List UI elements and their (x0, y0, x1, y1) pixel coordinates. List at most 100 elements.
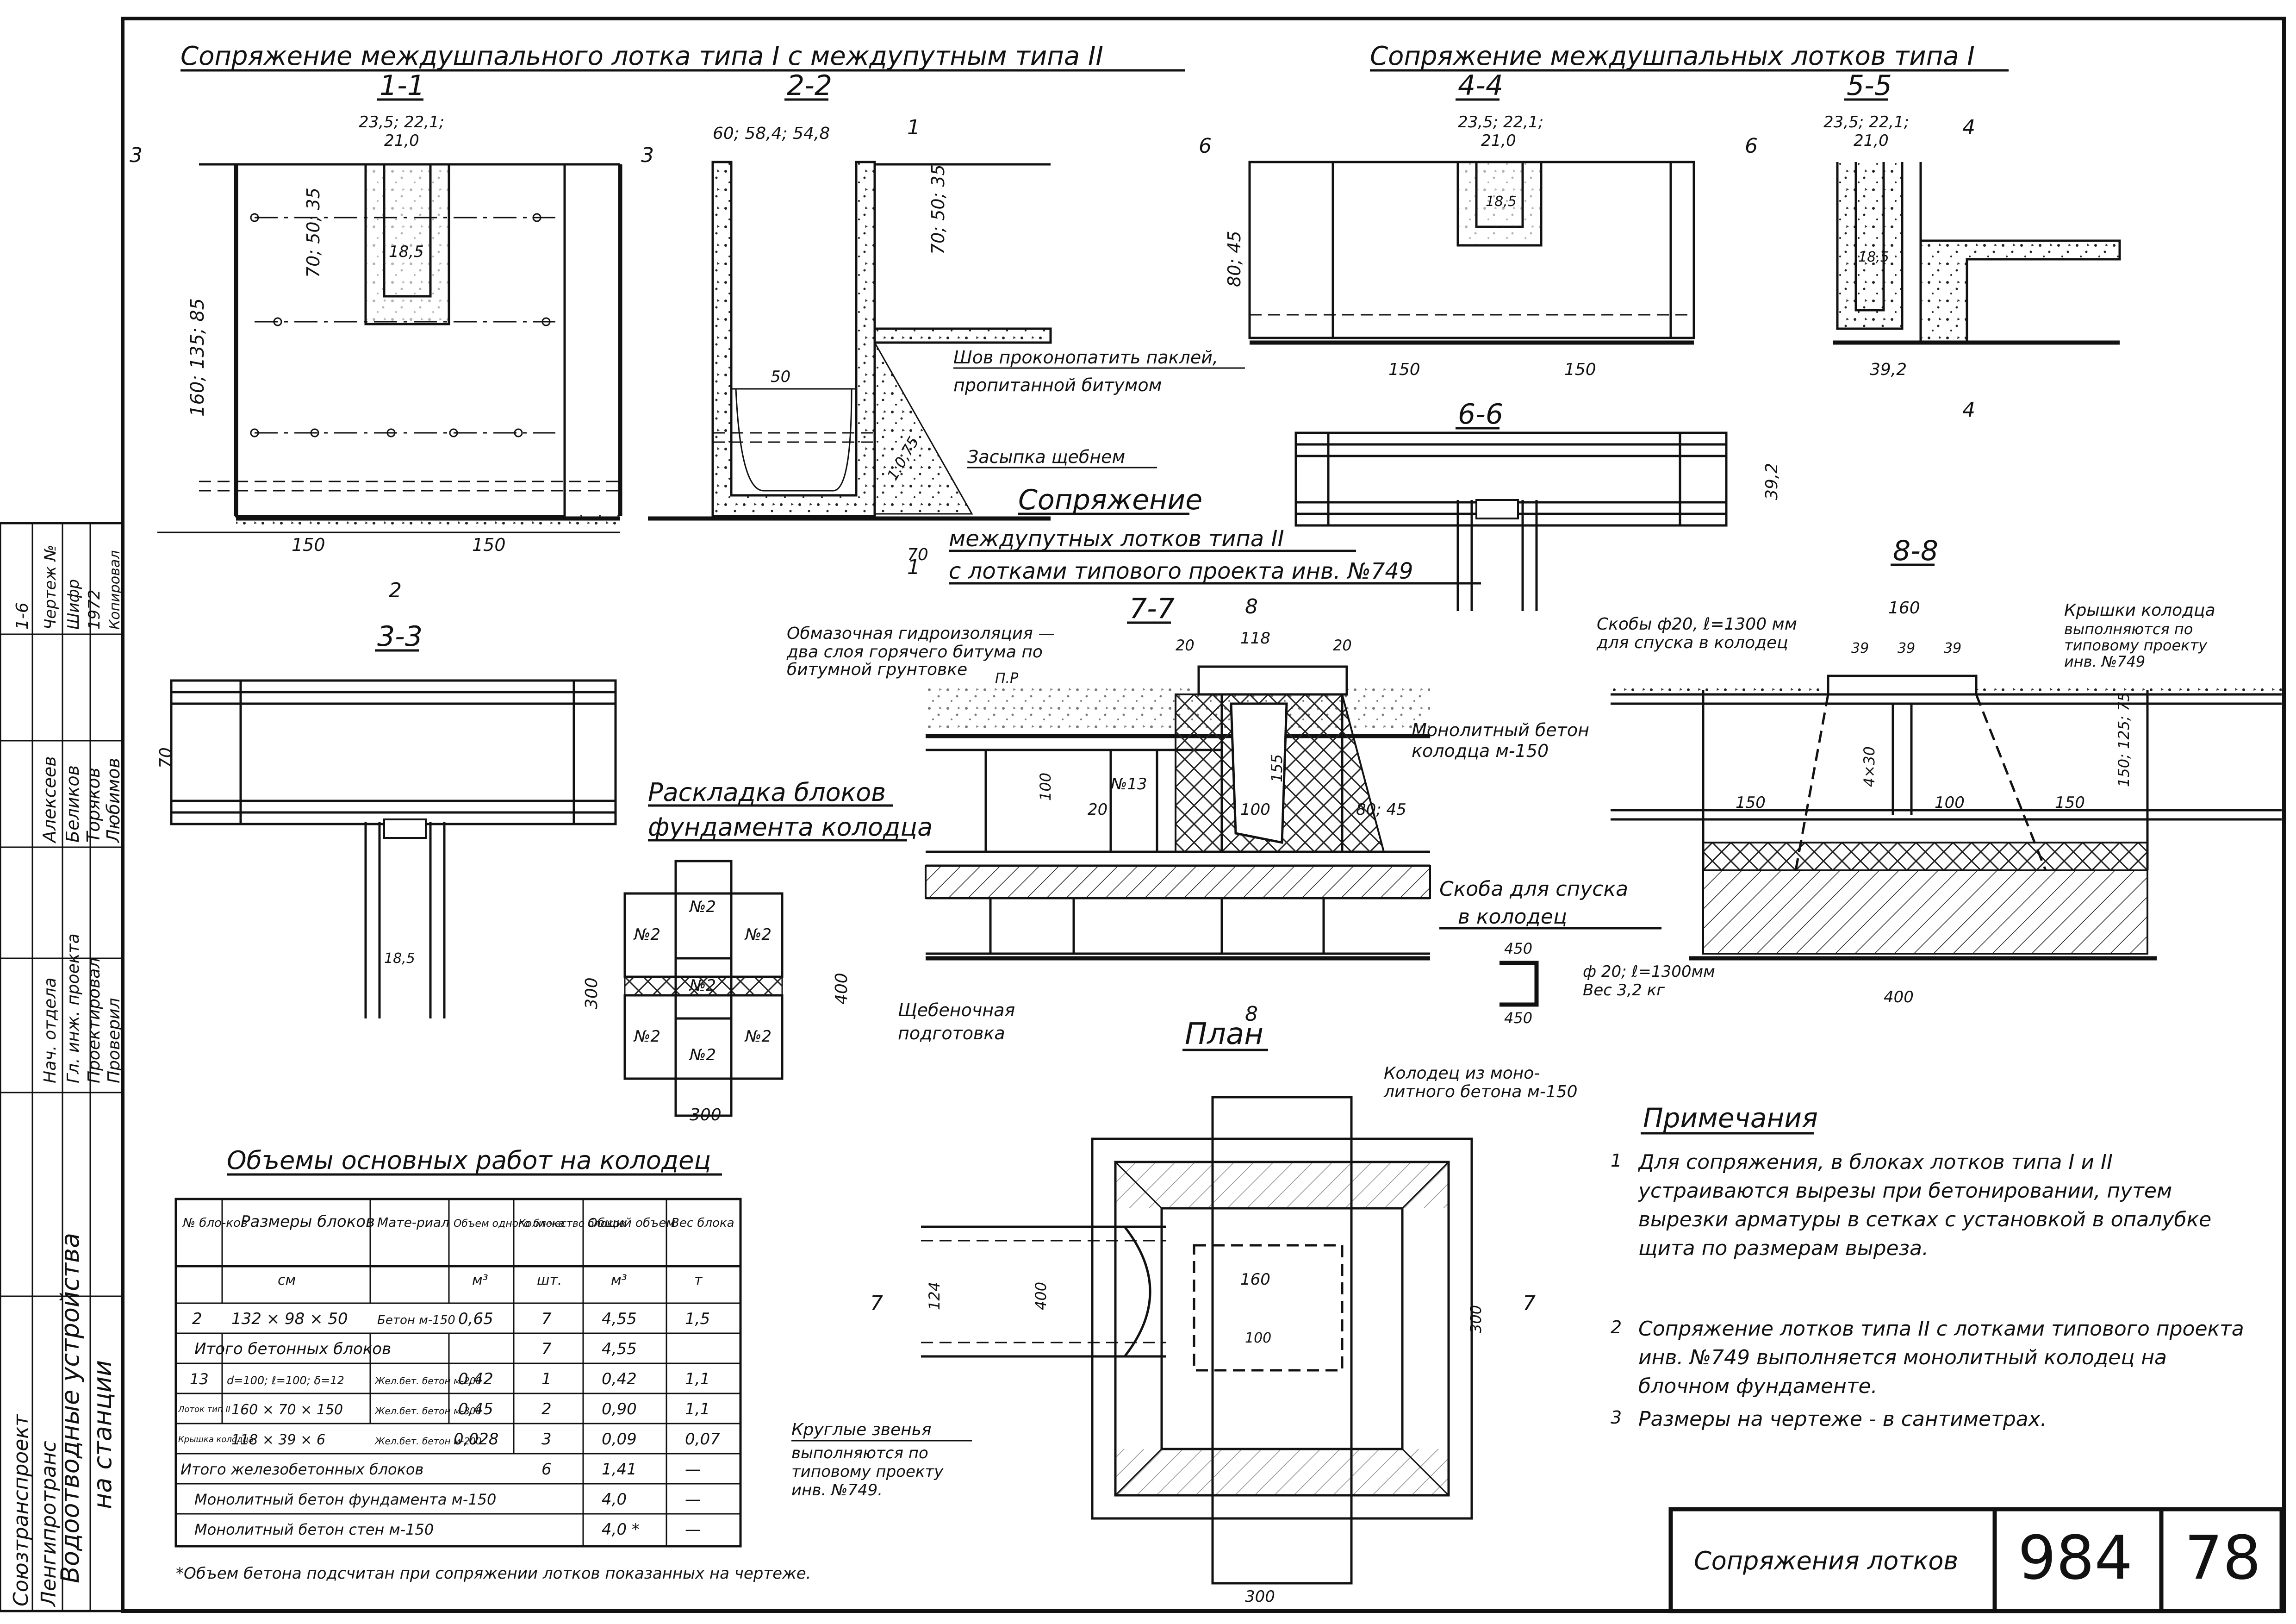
dim-5-5-392: 39,2 (1870, 360, 1907, 379)
dim-8-8-39c: 39 (1944, 640, 1961, 656)
dim-8-8-4x30: 4×30 (1860, 746, 1878, 787)
label-monolith: Монолитный бетон (1412, 720, 1589, 740)
dim-8-8-39b: 39 (1898, 640, 1915, 656)
sidebar-sheet: 1-6 (13, 602, 32, 630)
td-6-0: Монолитный бетон фундамента м-150 (194, 1491, 496, 1508)
section-5-5: 5-5 23,5; 22,1; 21,0 18,5 39,2 4 4 (1823, 69, 2121, 422)
dim-5-5-top: 23,5; 22,1; (1823, 113, 1909, 131)
label-well: Колодец из моно- (1384, 1064, 1540, 1083)
note-1: Для сопряжения, в блоках лотков типа I и… (1638, 1150, 2212, 1260)
sidebar-title-2: на станции (88, 1360, 117, 1509)
label-covers2: выполняются по (2064, 620, 2193, 638)
label-staples: Скобы ф20, ℓ=1300 мм (1597, 615, 1797, 634)
title-junction-3-l1: Сопряжение (1018, 484, 1202, 516)
sidebar-name-4: Любимов (103, 758, 124, 843)
label-rings4: инв. №749. (791, 1481, 883, 1499)
volumes-table: Объемы основных работ на колодец № бло-к… (174, 1146, 811, 1583)
dim-plan-100: 100 (1245, 1330, 1271, 1346)
dim-1-1-70: 70; 50; 35 (303, 187, 324, 278)
section-2-2: 2-2 60; 58,4; 54,8 70 50 70; 50; 35 Шов … (648, 69, 1245, 579)
label-3-3: 3-3 (377, 620, 423, 653)
label-backfill: Засыпка щебнем (967, 447, 1125, 467)
td-4-0: Крышка колодца (178, 1435, 254, 1444)
plan-view: План Колодец из моно- литного бетона м-1… (791, 1017, 1578, 1606)
label-covers: Крышки колодца (2064, 601, 2215, 620)
td-2-0: 13 (190, 1370, 209, 1388)
stamp-title: Сопряжения лотков (1694, 1546, 1958, 1575)
dim-8-8-160: 160 (1888, 599, 1920, 618)
td-4-5: 0,09 (602, 1430, 637, 1449)
sidebar-name-3: Торяков (83, 768, 104, 843)
section-1-1: 1-1 23,5; 22,1; 21,0 18,5 70; 50; 35 160… (130, 69, 654, 602)
dim-7-7-20c: 20 (1088, 800, 1108, 819)
td-5-5: 1,41 (602, 1460, 637, 1479)
sidebar-title-1: Водоотводные устройства (56, 1233, 85, 1583)
dim-6-6-392: 39,2 (1762, 463, 1781, 500)
td-3-6: 1,1 (685, 1400, 710, 1418)
dim-7-7-100v: 100 (1037, 773, 1054, 801)
dim-5-5-21: 21,0 (1854, 131, 1889, 150)
title-volumes: Объемы основных работ на колодец (227, 1146, 711, 1175)
dim-layout-300v: 300 (582, 977, 601, 1009)
dim-8-8-39a: 39 (1851, 640, 1869, 656)
note-3: Размеры на чертеже - в сантиметрах. (1638, 1407, 2047, 1431)
dim-1-1-top: 23,5; 22,1; (359, 113, 444, 131)
dim-plan-160: 160 (1240, 1270, 1270, 1289)
dim-7-7-155: 155 (1268, 754, 1286, 782)
title-junction-3-l2: междупутных лотков типа II (949, 526, 1284, 552)
sidebar-org2: Ленгипротранс (37, 1441, 61, 1607)
dim-5-5-185: 18,5 (1858, 249, 1889, 265)
dim-bracket-450b: 450 (1504, 1009, 1532, 1027)
foundation-layout: Раскладка блоков фундамента колодца №2 №… (582, 778, 933, 1124)
stamp-sheet: 78 (2184, 1523, 2261, 1593)
td-0-2: Бетон м-150 (377, 1313, 455, 1327)
label-crushed: Щебеночная (898, 1000, 1015, 1020)
note-1-box: Для сопряжения, в блоках лотков типа I и… (1638, 1150, 2212, 1260)
cut-7-right: 7 (1523, 1292, 1536, 1315)
note-3-box: Размеры на чертеже - в сантиметрах. (1638, 1407, 2047, 1431)
sidebar-cipher: Шифр (64, 579, 83, 630)
label-bracket: Скоба для спуска (1439, 877, 1628, 901)
td-4-3: 0,028 (454, 1430, 498, 1449)
cut-2-bottom: 2 (389, 579, 402, 602)
dim-4-4-150b: 150 (1564, 360, 1596, 379)
td-0-6: 1,5 (685, 1310, 710, 1328)
notes: Примечания 1 Для сопряжения, в блоках ло… (1611, 1102, 2244, 1431)
label-7-7: 7-7 (1129, 593, 1175, 625)
bracket-detail: Скоба для спуска в колодец ф 20; ℓ=1300м… (1439, 877, 1715, 1027)
dim-1-1-150b: 150 (472, 535, 506, 555)
block-label-7: №2 (744, 1027, 772, 1046)
dim-plan-400: 400 (1032, 1282, 1050, 1310)
dim-7-7-20a: 20 (1176, 637, 1195, 654)
block-label-3: №2 (744, 925, 772, 944)
sidebar-title-strip: Союзтранспроект Ленгипротранс Водоотводн… (0, 522, 124, 1612)
label-6-6: 6-6 (1458, 398, 1503, 431)
label-pr: П.Р (995, 670, 1019, 687)
td-2-5: 0,42 (602, 1370, 637, 1388)
dim-8-8-150v: 150; 125; 75 (2115, 692, 2133, 787)
td-2-1: d=100; ℓ=100; δ=12 (227, 1374, 344, 1387)
cut-7-left: 7 (870, 1292, 883, 1315)
td-0-0: 2 (192, 1310, 202, 1328)
cut-8-top: 8 (1245, 595, 1258, 618)
dim-4-4-150a: 150 (1388, 360, 1420, 379)
sidebar-role-2: Гл. инж. проекта (64, 933, 83, 1083)
td-3-3: 0,45 (458, 1400, 493, 1418)
dim-8-8-100: 100 (1935, 793, 1965, 812)
td-4-4: 3 (541, 1430, 552, 1449)
label-bracket4: Вес 3,2 кг (1583, 981, 1665, 999)
td-3-4: 2 (541, 1400, 552, 1418)
dim-3-3-185: 18,5 (384, 950, 415, 967)
label-seam2: пропитанной битумом (953, 375, 1162, 395)
title-layout2: фундамента колодца (648, 812, 933, 842)
stamp-number: 984 (2018, 1523, 2133, 1593)
label-monolith2: колодца м-150 (1412, 741, 1549, 761)
dim-2-2-50: 50 (771, 368, 790, 386)
title-layout: Раскладка блоков (648, 778, 886, 807)
cut-4-bottom: 4 (1962, 398, 1975, 422)
label-coating3: битумной грунтовке (787, 660, 967, 679)
td-3-2: Жел.бет. бетон м-300 (374, 1405, 481, 1417)
dim-8-8-400: 400 (1884, 988, 1914, 1006)
sidebar-name-2: Беликов (62, 765, 83, 843)
sidebar-role-4: Проверил (105, 998, 124, 1083)
